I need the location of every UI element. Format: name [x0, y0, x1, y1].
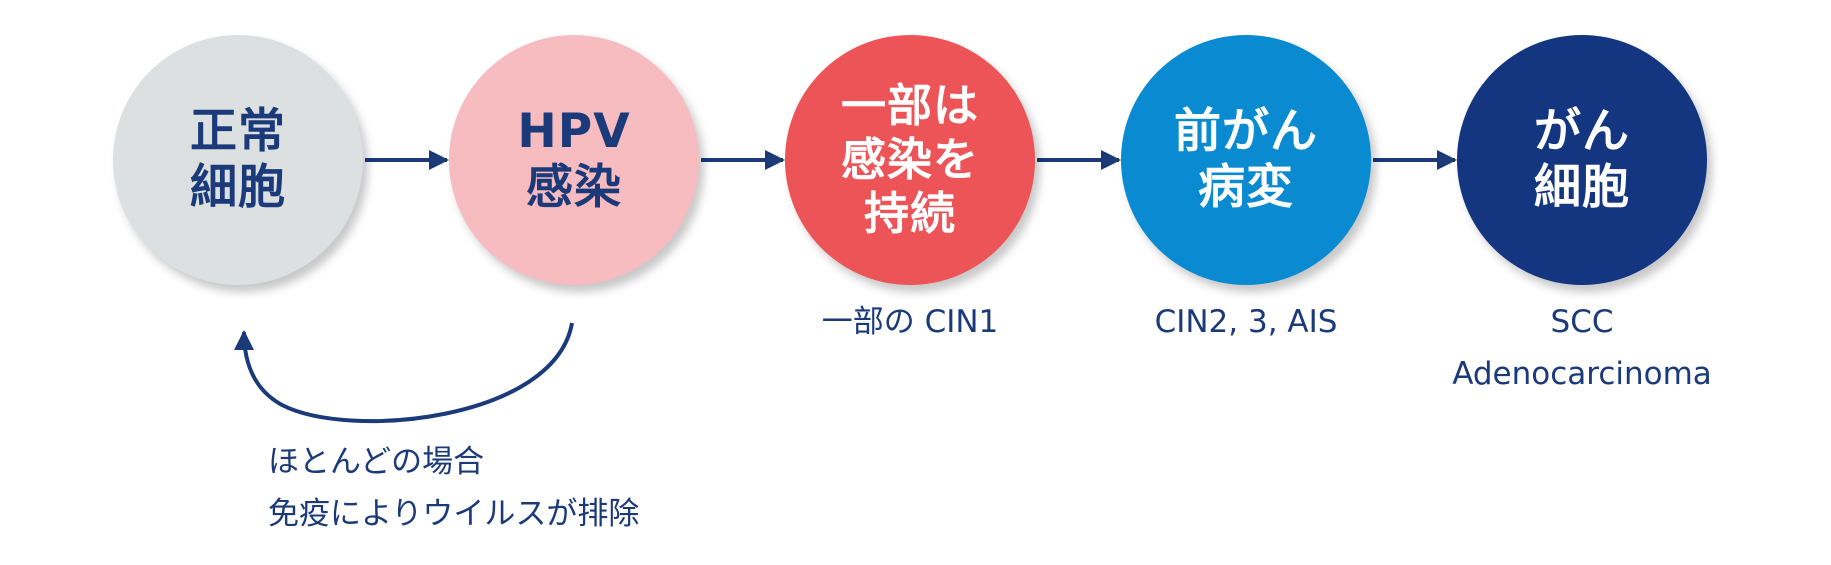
stage-label-line: 細胞: [190, 160, 286, 215]
caption-line: CIN2, 3, AIS: [1154, 304, 1338, 340]
immune-clearance-note: ほとんどの場合 免疫によりウイルスが排除: [268, 436, 639, 540]
caption-line: 一部の CIN1: [821, 304, 999, 340]
stage-label-line: HPV: [517, 104, 631, 159]
stage-normal-cells: 正常細胞: [113, 35, 363, 285]
stage-label-line: 前がん: [1174, 104, 1318, 159]
stage-caption: SCC Adenocarcinoma: [1422, 296, 1742, 400]
stage-label-line: 一部は: [840, 79, 979, 132]
stage-label-line: がん: [1534, 104, 1630, 159]
stage-label-line: 細胞: [1534, 160, 1630, 215]
stage-label-line: 病変: [1198, 160, 1294, 215]
stage-persistent-infection: 一部は感染を持続: [785, 35, 1035, 285]
stage-cancer-cells: がん細胞: [1457, 35, 1707, 285]
note-line: ほとんどの場合: [268, 444, 485, 480]
stage-caption: CIN2, 3, AIS: [1086, 296, 1406, 348]
stage-label-line: 感染を: [840, 133, 979, 186]
stage-caption: 一部の CIN1: [750, 296, 1070, 348]
stage-label-line: 感染: [526, 160, 622, 215]
clearance-return-arrow: [234, 322, 574, 424]
stage-label-line: 正常: [190, 104, 286, 159]
caption-line: Adenocarcinoma: [1452, 356, 1712, 392]
caption-line: SCC: [1550, 304, 1614, 340]
stage-precancerous-lesion: 前がん病変: [1121, 35, 1371, 285]
note-line: 免疫によりウイルスが排除: [268, 496, 640, 532]
stage-label-line: 持続: [863, 187, 956, 240]
